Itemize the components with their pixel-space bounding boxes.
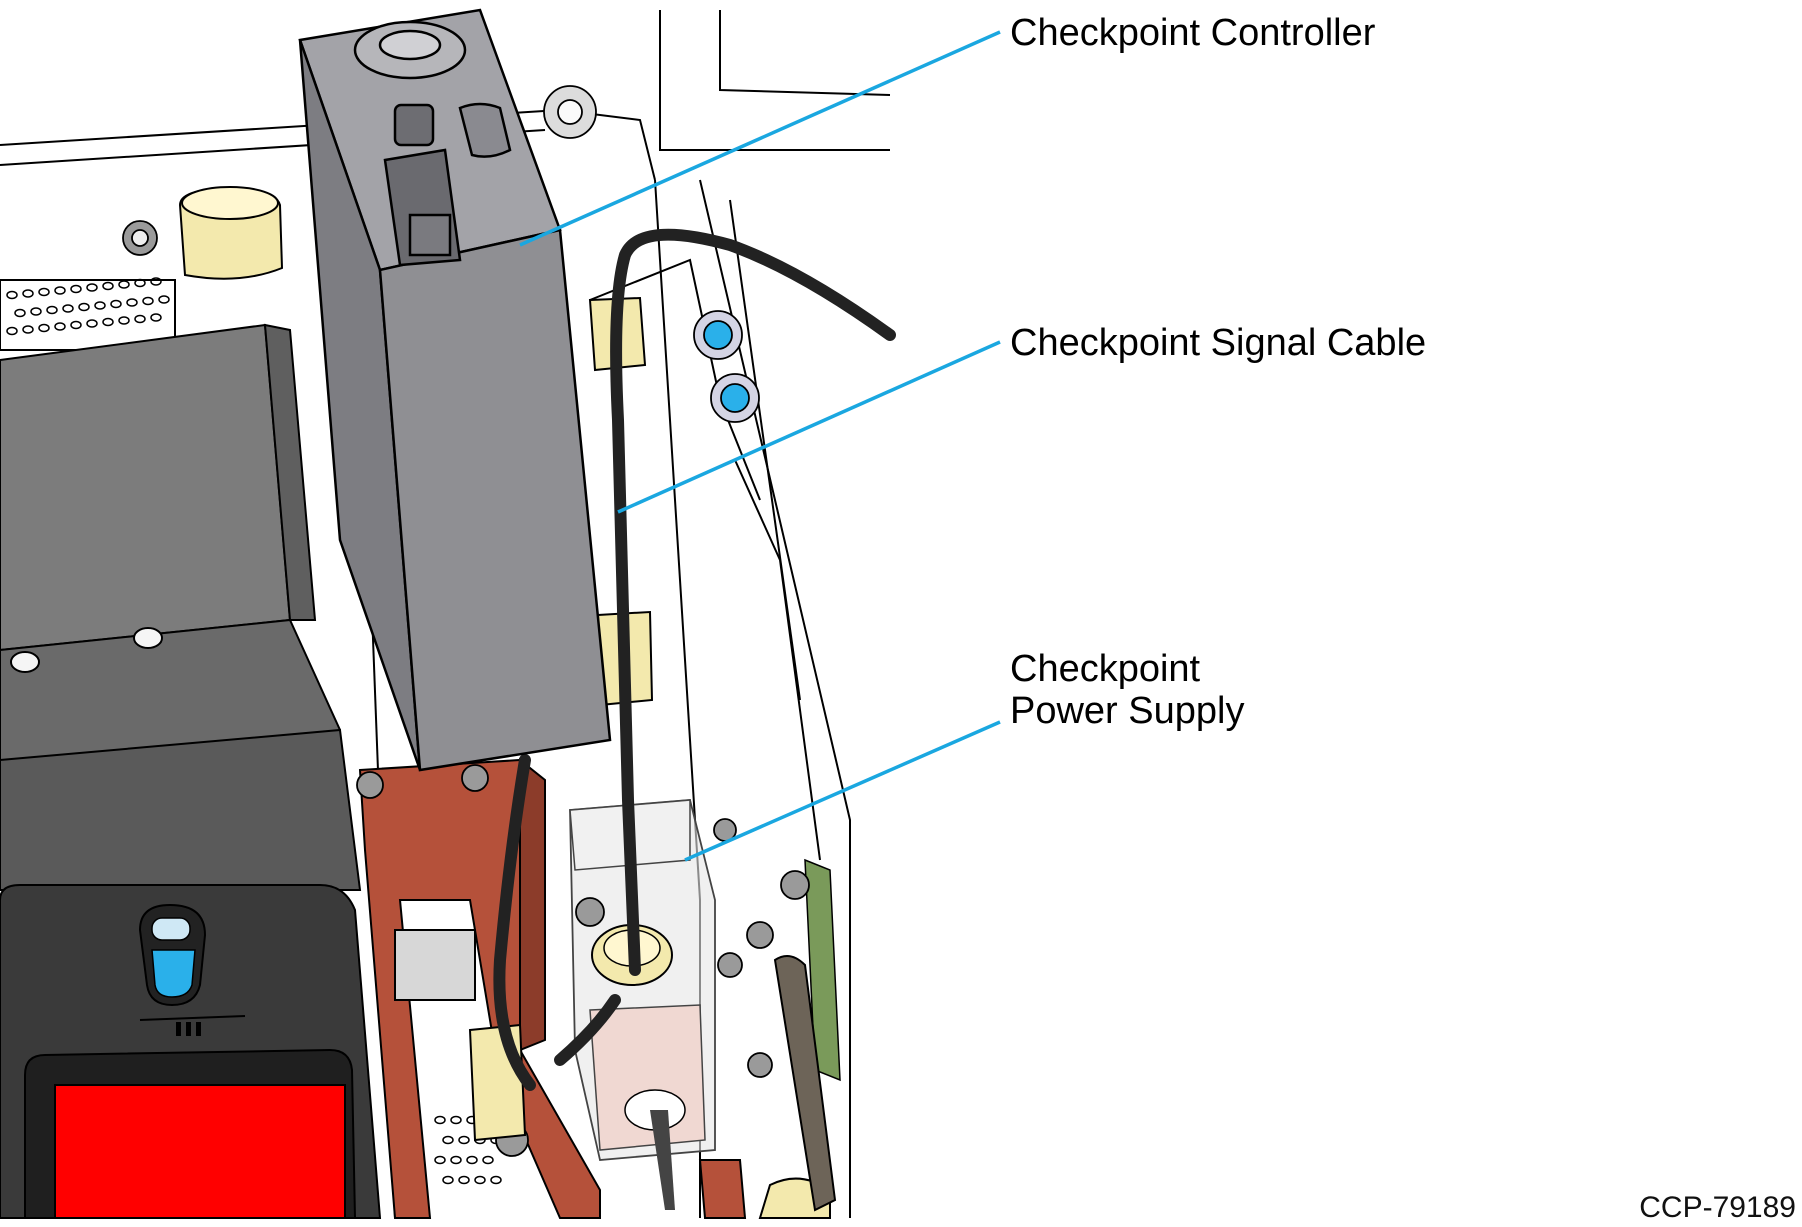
screws	[122, 85, 810, 1157]
perforation-hole	[118, 280, 130, 289]
perforation-hole	[458, 1135, 470, 1145]
perforation-hole	[78, 302, 90, 312]
callout-power-supply-line1: Checkpoint	[1010, 648, 1201, 690]
callout-power-supply-line2: Power Supply	[1010, 690, 1245, 732]
perforation-hole	[94, 301, 106, 310]
perforation-hole	[110, 299, 122, 309]
callout-checkpoint-controller: Checkpoint Controller	[1010, 12, 1376, 54]
leader-controller	[519, 30, 1001, 247]
perforation-hole	[118, 316, 130, 325]
perforation-hole	[442, 1135, 454, 1145]
perforation-hole	[86, 283, 98, 292]
perforation-hole	[150, 277, 162, 286]
perforation-hole	[442, 1175, 454, 1185]
perforation-hole	[38, 323, 50, 333]
perforation-hole	[490, 1175, 502, 1185]
signal-cable	[493, 228, 896, 1091]
perforation-hole	[62, 304, 74, 313]
perforation-hole	[86, 319, 98, 328]
perforation-hole	[70, 320, 82, 330]
perforation-hole	[134, 278, 146, 288]
perforation-hole	[150, 313, 162, 322]
perforation-hole	[46, 305, 58, 315]
perforation-hole	[450, 1115, 462, 1125]
perforation-hole	[38, 287, 50, 297]
leader-lines	[519, 30, 1001, 862]
callout-checkpoint-power-supply: Checkpoint Power Supply	[1010, 648, 1244, 732]
perforation-hole	[6, 290, 18, 300]
callout-checkpoint-signal-cable: Checkpoint Signal Cable	[1010, 322, 1427, 364]
red-display	[54, 1084, 346, 1219]
figure-code: CCP-79189	[1639, 1191, 1796, 1224]
perforation-hole	[102, 317, 114, 327]
perforation-hole	[22, 325, 34, 334]
perforation-hole	[30, 307, 42, 316]
checkpoint-controller-unit	[298, 8, 612, 772]
perforation-hole	[134, 314, 146, 324]
power-supply-box	[569, 799, 716, 1210]
perforation-hole	[22, 289, 34, 298]
perforation-hole	[434, 1155, 446, 1165]
leader-power-supply	[684, 720, 1001, 862]
lever-arm	[773, 955, 837, 1212]
perforation-hole	[54, 286, 66, 295]
scanner-console	[0, 884, 382, 1219]
perforation-hole	[102, 281, 114, 291]
perforation-hole	[142, 296, 154, 306]
leader-signal-cable	[617, 340, 1001, 514]
perforation-hole	[482, 1155, 494, 1165]
blue-button	[151, 949, 196, 998]
perforation-hole	[6, 326, 18, 336]
perforation-hole	[450, 1155, 462, 1165]
perforation-hole	[70, 284, 82, 294]
perforation-hole	[14, 308, 26, 318]
bin-housing	[0, 323, 362, 891]
perforation-hole	[434, 1115, 446, 1125]
perforation-hole	[474, 1175, 486, 1185]
pcb-board	[804, 858, 841, 1082]
mounting-bracket	[358, 757, 747, 1219]
perforation-hole	[54, 322, 66, 331]
perforation-hole	[458, 1175, 470, 1185]
perforation-hole	[126, 298, 138, 307]
perforated-panel	[0, 277, 176, 351]
perforation-hole	[158, 295, 170, 304]
perforation-hole	[466, 1155, 478, 1165]
